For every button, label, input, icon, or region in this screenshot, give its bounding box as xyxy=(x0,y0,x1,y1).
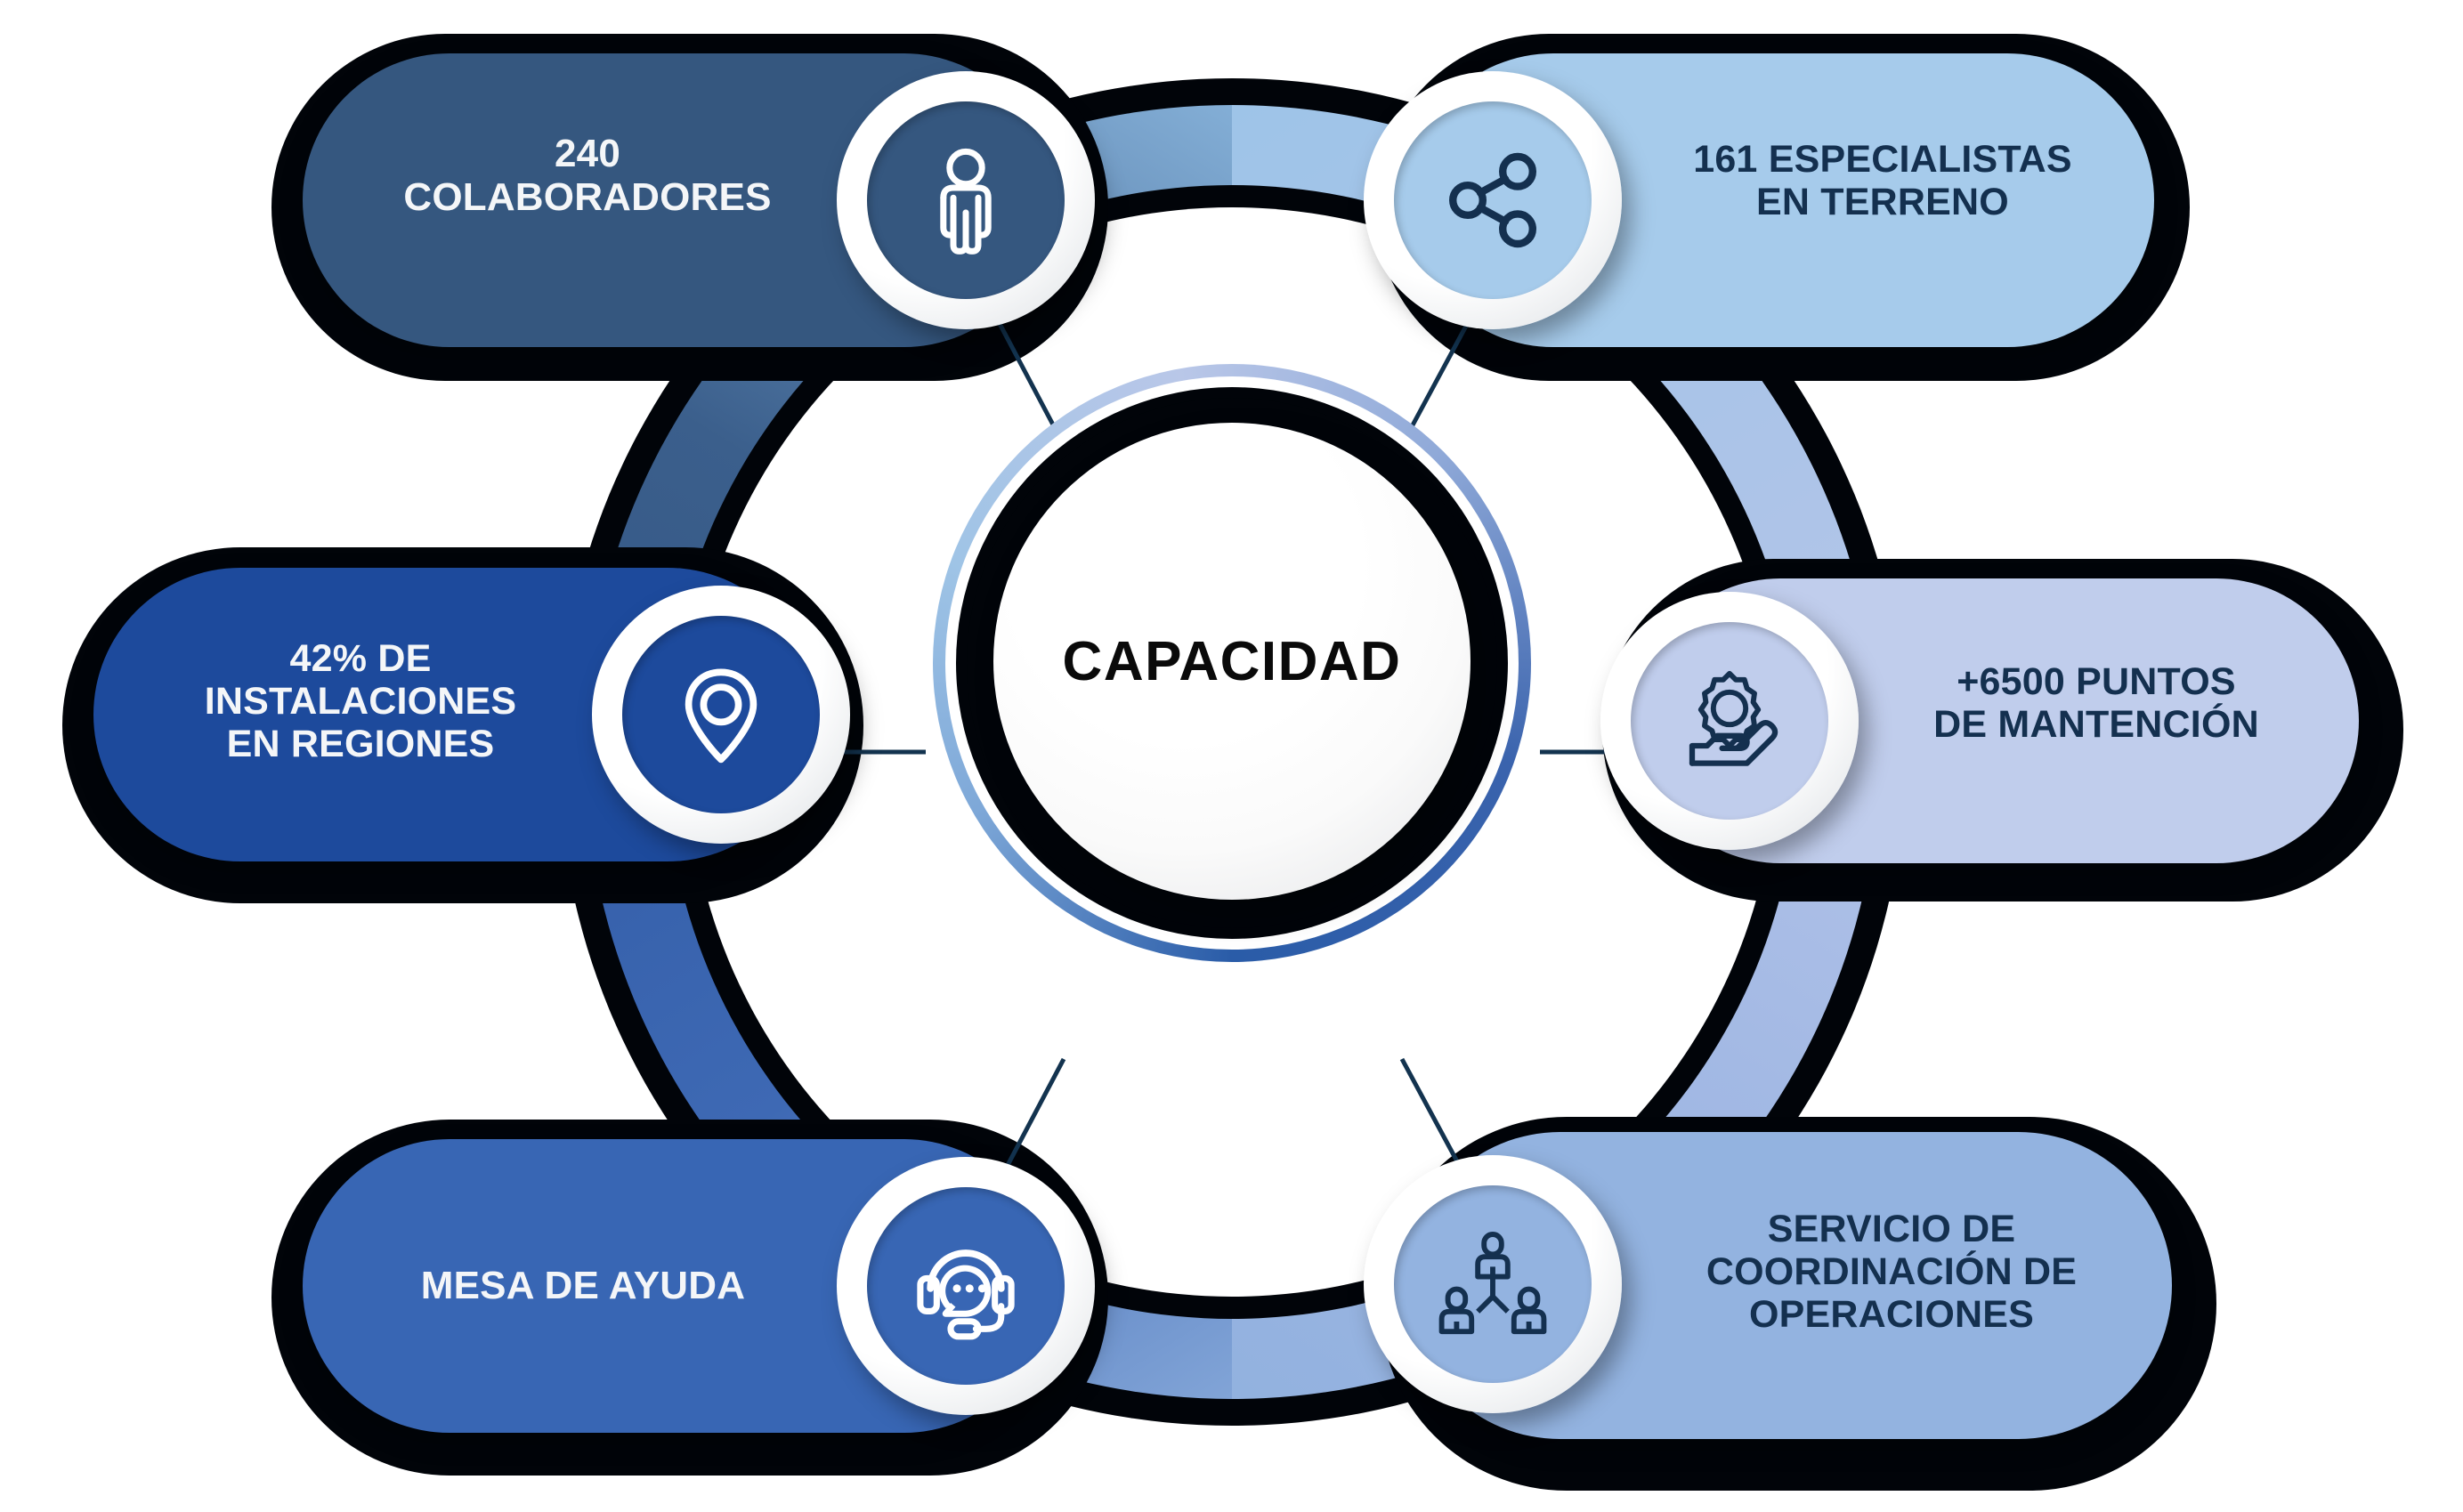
location-pin-icon xyxy=(685,668,758,764)
node-coordinacion-icon-wrap[interactable] xyxy=(1364,1155,1622,1413)
icon-disc xyxy=(622,616,820,813)
node-mantencion-icon-wrap[interactable] xyxy=(1600,592,1859,850)
node-coordinacion-label: SERVICIO DE COORDINACIÓN DE OPERACIONES xyxy=(1705,1208,2078,1337)
share-network-icon xyxy=(1449,152,1536,248)
team-org-icon xyxy=(1438,1232,1547,1335)
center-disc: CAPACIDAD xyxy=(993,423,1471,900)
icon-disc xyxy=(867,101,1065,299)
icon-disc xyxy=(867,1187,1065,1385)
person-icon xyxy=(940,148,992,255)
center-label: CAPACIDAD xyxy=(1062,630,1402,692)
node-instalaciones-label: 42% DE INSTALACIONES EN REGIONES xyxy=(204,637,517,766)
node-instalaciones-icon-wrap[interactable] xyxy=(592,586,850,844)
icon-disc xyxy=(1631,622,1828,820)
headset-support-icon xyxy=(917,1249,1015,1340)
node-especialistas[interactable]: 161 ESPECIALISTAS EN TERRENO xyxy=(1364,53,2154,347)
icon-disc xyxy=(1394,1185,1592,1383)
node-colaboradores[interactable]: 240 COLABORADORES xyxy=(303,53,1095,347)
node-colaboradores-icon-wrap[interactable] xyxy=(837,71,1095,329)
node-mesa-ayuda-label: MESA DE AYUDA xyxy=(420,1264,746,1307)
node-mesa-ayuda[interactable]: MESA DE AYUDA xyxy=(303,1139,1095,1433)
node-instalaciones[interactable]: 42% DE INSTALACIONES EN REGIONES xyxy=(93,568,850,861)
hand-gear-icon xyxy=(1689,670,1778,766)
icon-disc xyxy=(1394,101,1592,299)
node-mesa-ayuda-icon-wrap[interactable] xyxy=(837,1157,1095,1415)
node-mantencion-label: +6500 PUNTOS DE MANTENCIÓN xyxy=(1933,660,2259,747)
center-node[interactable]: CAPACIDAD xyxy=(933,364,1531,962)
node-especialistas-label: 161 ESPECIALISTAS EN TERRENO xyxy=(1693,138,2072,224)
node-mantencion[interactable]: +6500 PUNTOS DE MANTENCIÓN xyxy=(1600,578,2359,863)
node-coordinacion[interactable]: SERVICIO DE COORDINACIÓN DE OPERACIONES xyxy=(1364,1132,2172,1439)
node-especialistas-icon-wrap[interactable] xyxy=(1364,71,1622,329)
node-colaboradores-label: 240 COLABORADORES xyxy=(403,132,772,220)
